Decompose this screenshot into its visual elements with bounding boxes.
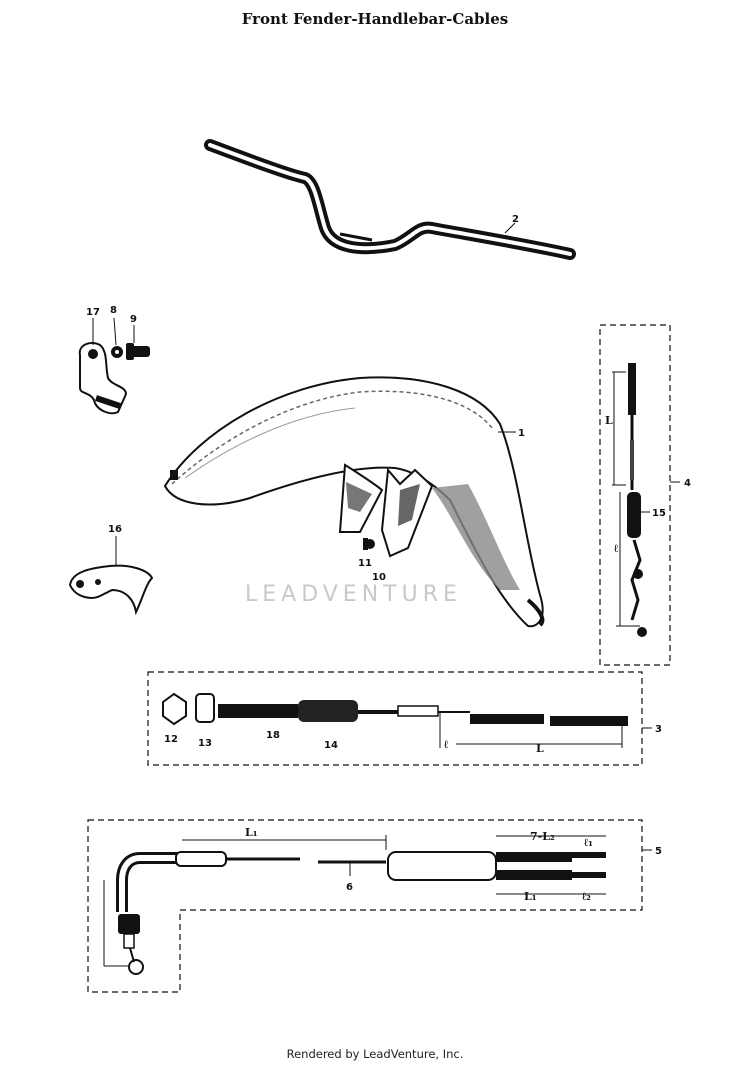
- clamp-bolt[interactable]: [126, 343, 150, 360]
- cable-nut[interactable]: [162, 692, 187, 726]
- cable-group-5-box: [87, 819, 643, 993]
- leader-2: [504, 222, 516, 234]
- callout-18: 18: [266, 730, 280, 741]
- callout-6: 6: [346, 882, 353, 893]
- callout-17: 17: [86, 307, 100, 318]
- cable-3[interactable]: [162, 692, 628, 726]
- handlebar[interactable]: [204, 139, 576, 260]
- dim-cable5-l1: ℓ₁: [584, 836, 593, 849]
- fender-bolt[interactable]: [363, 538, 368, 550]
- callout-10: 10: [372, 572, 386, 583]
- callout-5: 5: [655, 846, 662, 857]
- dim-cable3-L: L: [536, 742, 544, 755]
- callout-2: 2: [512, 214, 519, 225]
- callout-13: 13: [198, 738, 212, 749]
- page-title: Front Fender-Handlebar-Cables: [241, 10, 509, 28]
- callout-11: 11: [358, 558, 372, 569]
- dim-cable5-l2: ℓ₂: [582, 890, 591, 903]
- cable-adjuster[interactable]: [195, 693, 215, 723]
- watermark: LEADVENTURE: [245, 582, 462, 607]
- callout-1: 1: [518, 428, 525, 439]
- callout-15: 15: [652, 508, 666, 519]
- callout-8: 8: [110, 305, 117, 316]
- dim-cable4-l: ℓ: [614, 542, 619, 555]
- callout-16: 16: [108, 524, 122, 535]
- cable-5[interactable]: [116, 851, 606, 975]
- callout-4: 4: [684, 478, 691, 489]
- fender-bracket[interactable]: [68, 564, 154, 616]
- callout-12: 12: [164, 734, 178, 745]
- footer-credit: Rendered by LeadVenture, Inc.: [286, 1047, 464, 1061]
- front-fender[interactable]: [163, 376, 545, 628]
- dim-cable3-l: ℓ: [444, 738, 449, 751]
- dim-cable5-L2: 7-L₂: [530, 830, 555, 843]
- dim-cable4-L: L: [605, 414, 613, 427]
- callout-9: 9: [130, 314, 137, 325]
- cable-4[interactable]: [627, 363, 647, 637]
- callout-14: 14: [324, 740, 338, 751]
- clamp-washer[interactable]: [111, 346, 123, 358]
- cable-group-3-box: [147, 671, 643, 766]
- dim-cable5-L1-top: L₁: [245, 826, 258, 839]
- dim-cable5-L1-bottom: L₁: [524, 890, 537, 903]
- callout-3: 3: [655, 724, 662, 735]
- cable-group-4-box: [599, 324, 671, 666]
- handlebar-clamp[interactable]: [78, 342, 128, 415]
